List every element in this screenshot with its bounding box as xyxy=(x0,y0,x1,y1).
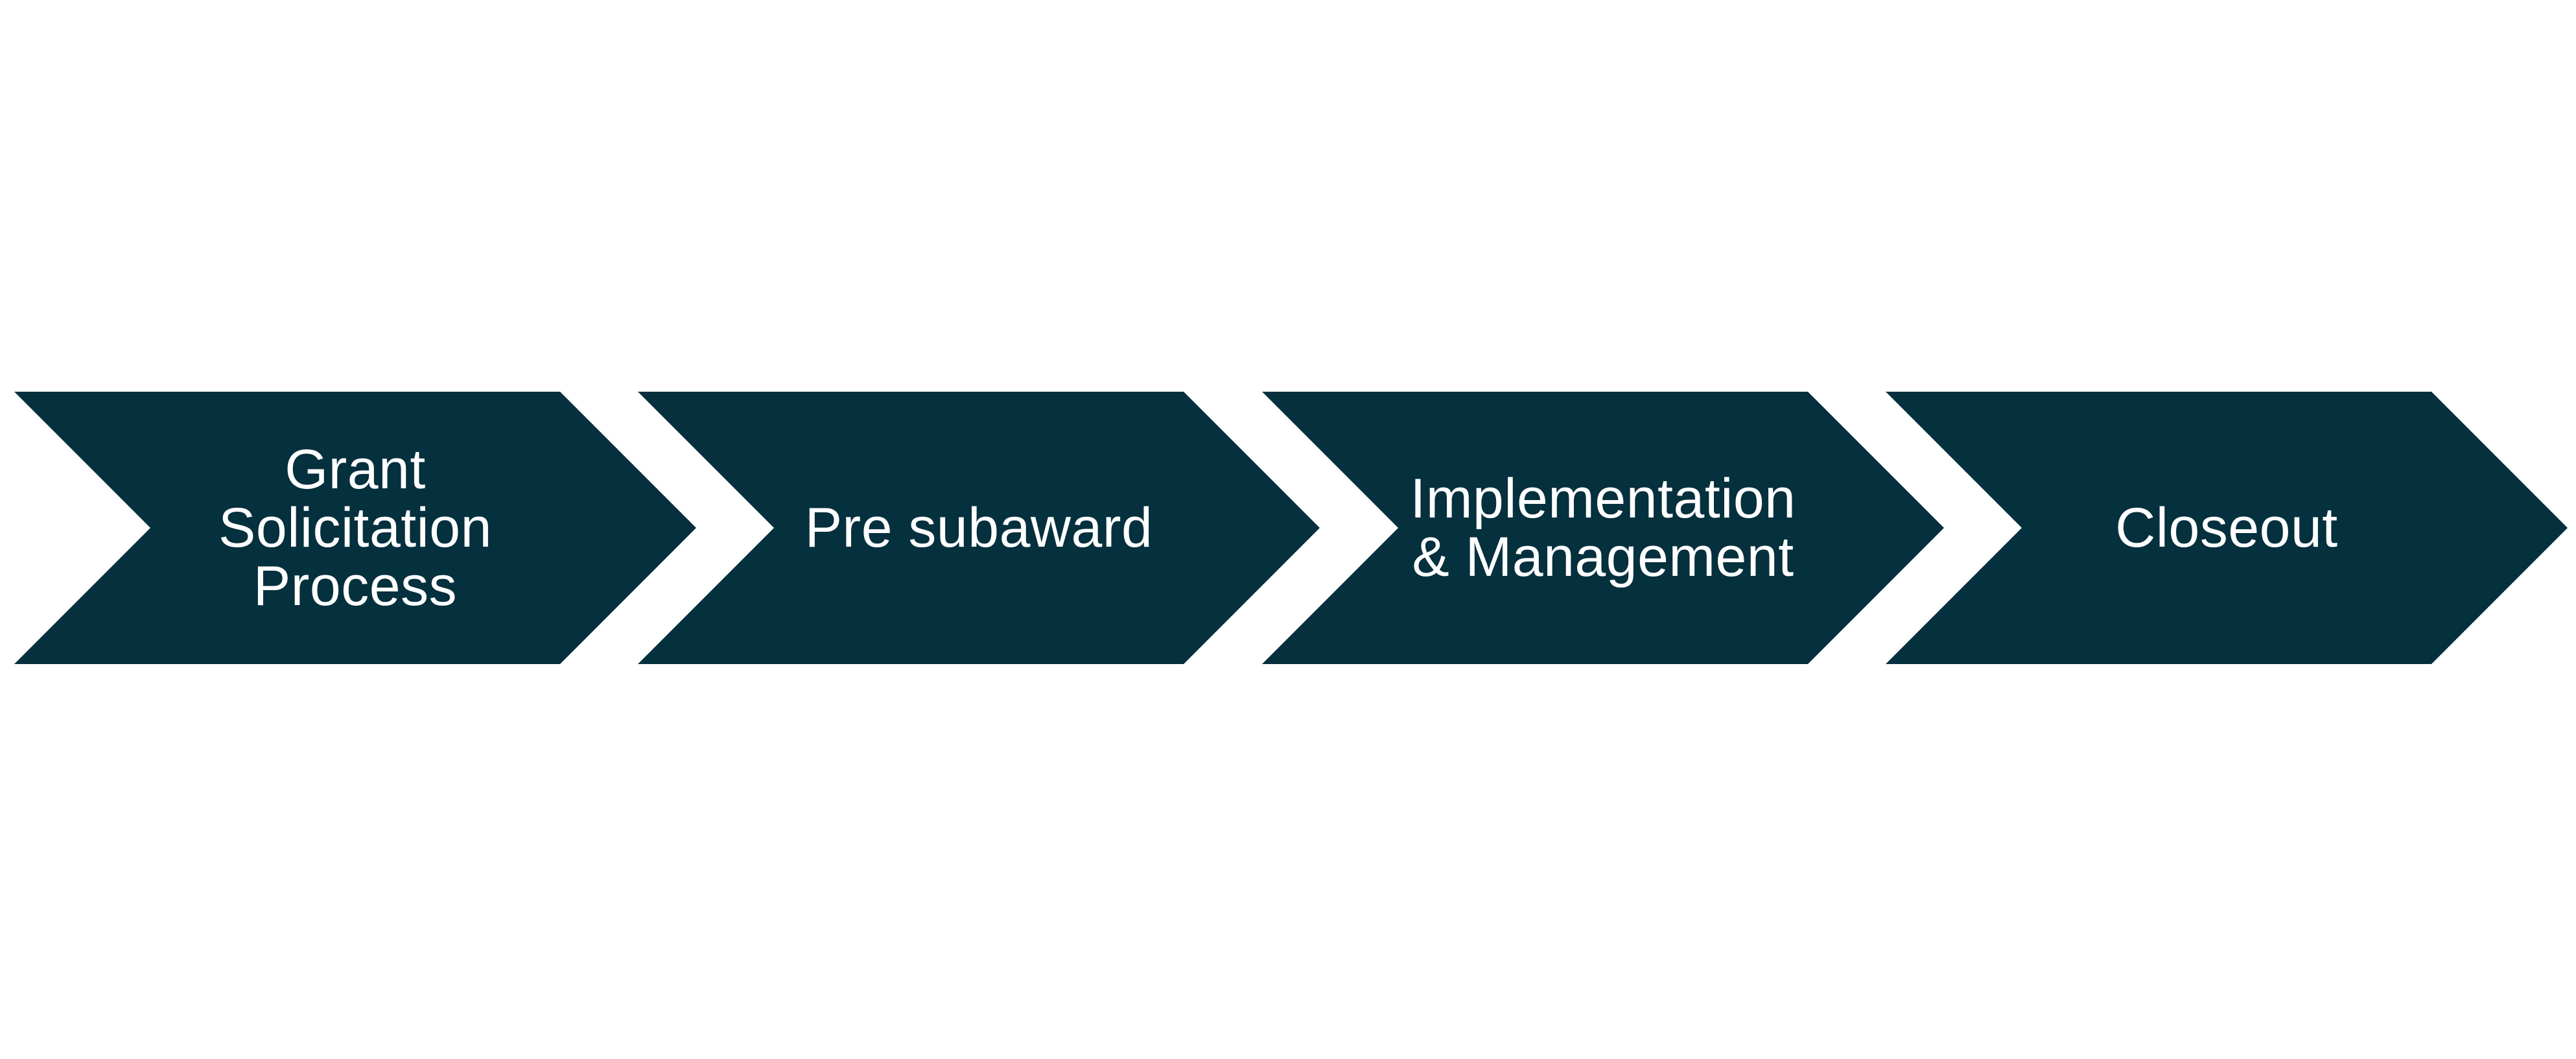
process-step-grant-solicitation: Grant Solicitation Process xyxy=(14,392,696,664)
process-step-label: Pre subaward xyxy=(804,497,1153,559)
process-step-pre-subaward: Pre subaward xyxy=(638,392,1320,664)
process-step-label: Implementation & Management xyxy=(1410,468,1796,588)
process-step-label: Closeout xyxy=(2115,497,2338,559)
process-step-label: Grant Solicitation Process xyxy=(218,438,492,617)
process-step-closeout: Closeout xyxy=(1886,392,2568,664)
process-step-implementation-management: Implementation & Management xyxy=(1262,392,1944,664)
